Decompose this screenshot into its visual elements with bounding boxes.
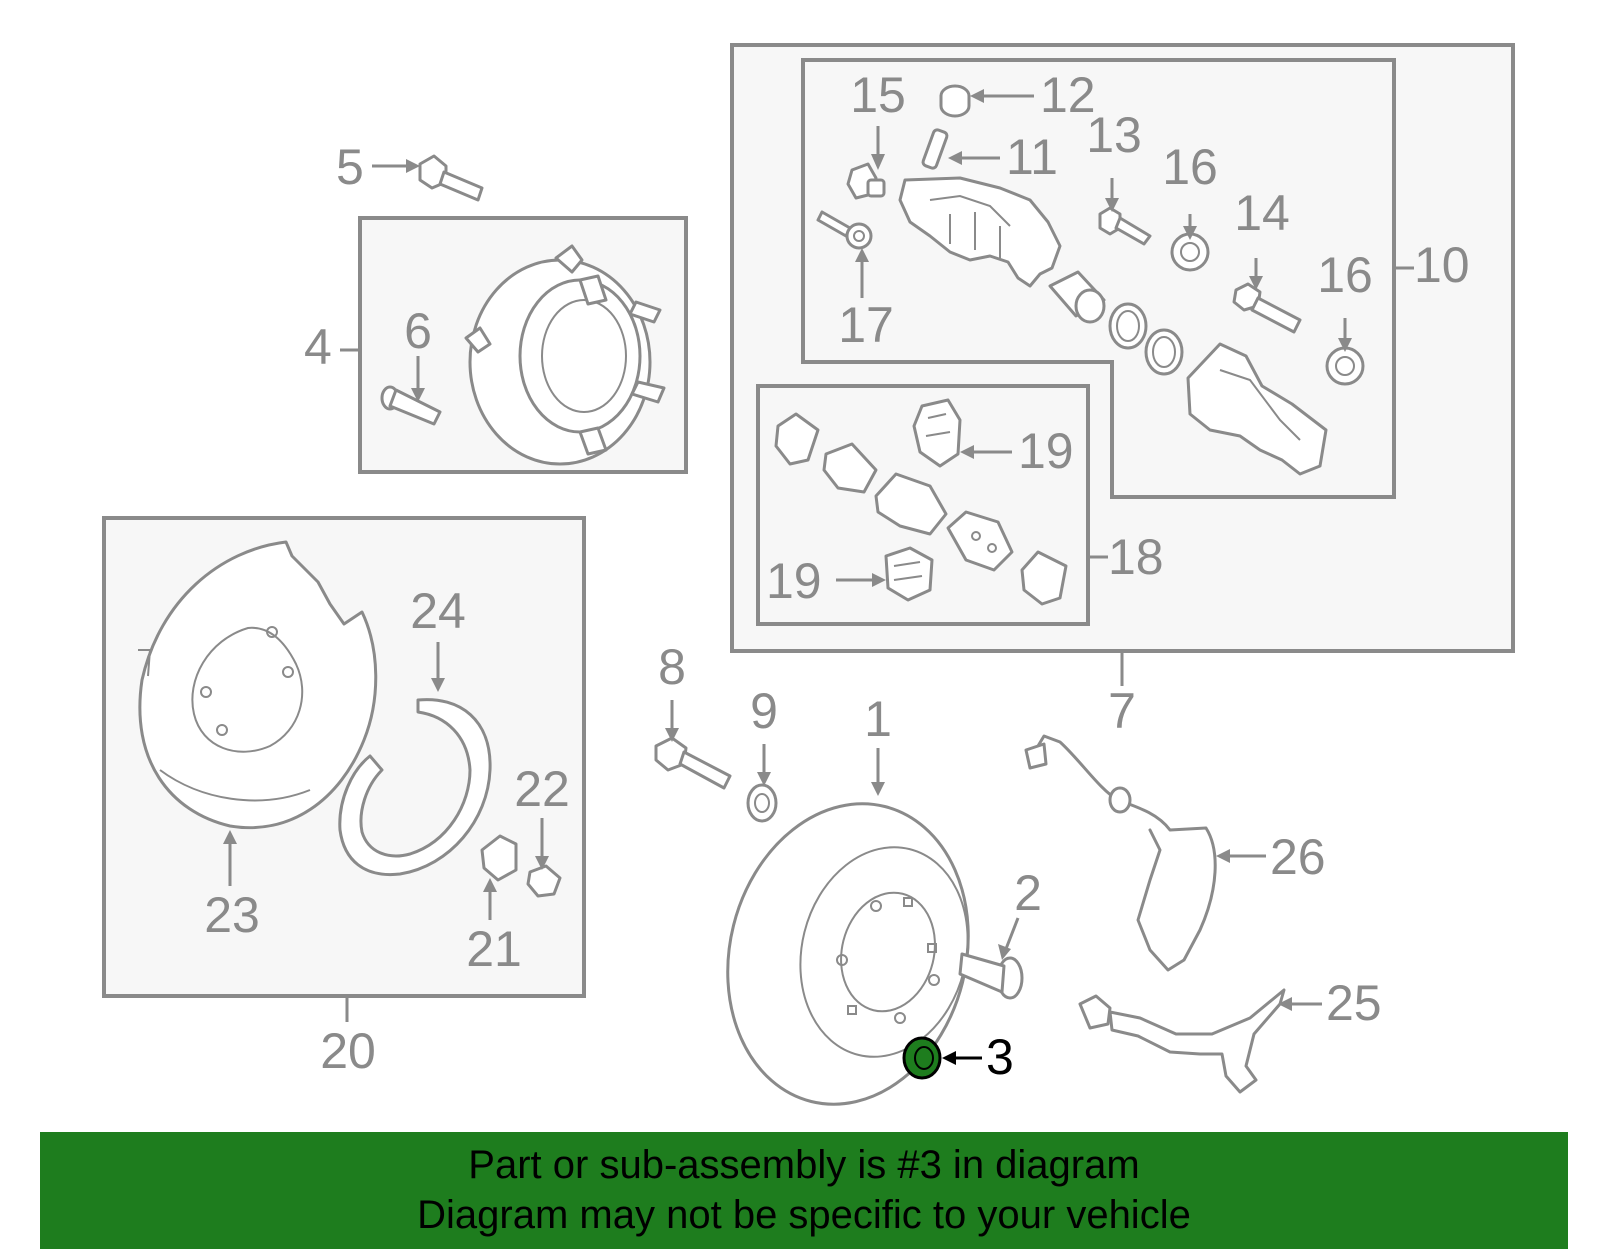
wheel-speed-sensor-25-icon bbox=[1078, 988, 1286, 1094]
wear-plate-icon bbox=[1020, 550, 1068, 606]
hub-bearing-icon bbox=[464, 244, 666, 466]
callout-6: 6 bbox=[404, 303, 432, 359]
dust-cap-12-icon bbox=[939, 84, 971, 118]
caliper-housing-icon bbox=[898, 176, 1062, 288]
callout-14: 14 bbox=[1234, 185, 1290, 241]
info-banner: Part or sub-assembly is #3 in diagram Di… bbox=[40, 1132, 1568, 1249]
shim-outer-icon bbox=[774, 412, 820, 466]
brake-pad-inner-icon bbox=[874, 472, 948, 536]
wheel-speed-sensor-26-icon bbox=[1024, 734, 1217, 972]
wheel-nut-3-icon bbox=[902, 1036, 942, 1080]
callout-5: 5 bbox=[336, 139, 364, 195]
callout-18: 18 bbox=[1108, 529, 1164, 585]
backing-plate-23-icon bbox=[138, 540, 378, 830]
parking-brake-shoe-24-icon bbox=[338, 698, 492, 877]
brake-pad-outer-icon bbox=[822, 442, 878, 494]
callout-13: 13 bbox=[1086, 107, 1142, 163]
caliper-bracket-icon bbox=[1186, 342, 1328, 476]
callout-16-lower: 16 bbox=[1317, 247, 1373, 303]
callout-10: 10 bbox=[1414, 237, 1470, 293]
hub-bolt-6-icon bbox=[380, 385, 442, 426]
callout-9: 9 bbox=[750, 683, 778, 739]
adjuster-nut-21-icon bbox=[480, 834, 518, 882]
callout-21: 21 bbox=[466, 921, 522, 977]
callout-7: 7 bbox=[1108, 683, 1136, 739]
guide-pin-14-icon bbox=[1232, 282, 1302, 334]
callout-19-upper: 19 bbox=[1018, 423, 1074, 479]
pad-spring-19a-icon bbox=[912, 398, 962, 468]
bolt-8-icon bbox=[654, 736, 732, 790]
callout-1: 1 bbox=[864, 691, 892, 747]
callout-15: 15 bbox=[850, 67, 906, 123]
callout-4: 4 bbox=[304, 319, 332, 375]
piston-boot-icon bbox=[1144, 328, 1184, 376]
pad-spring-19b-icon bbox=[884, 546, 934, 602]
leader-arrowheads bbox=[223, 89, 1352, 1065]
hub-bolt-5-icon bbox=[418, 154, 484, 202]
brake-rotor-1-icon bbox=[726, 802, 970, 1106]
bleeder-screw-11-icon bbox=[921, 128, 949, 170]
hub-bolt-2-icon bbox=[958, 952, 1024, 1000]
bolt-22-icon bbox=[526, 864, 562, 898]
banner-line-disclaimer: Diagram may not be specific to your vehi… bbox=[417, 1193, 1191, 1237]
callout-11: 11 bbox=[1006, 129, 1058, 185]
callout-17: 17 bbox=[838, 297, 894, 353]
callout-24: 24 bbox=[410, 583, 466, 639]
callout-16-upper: 16 bbox=[1162, 139, 1218, 195]
caliper-bolt-15-icon bbox=[846, 162, 886, 200]
callout-8: 8 bbox=[658, 639, 686, 695]
piston-icon bbox=[1048, 270, 1106, 324]
boot-16b-icon bbox=[1325, 346, 1365, 386]
callout-2: 2 bbox=[1014, 865, 1042, 921]
banner-line-part-number: Part or sub-assembly is #3 in diagram bbox=[468, 1143, 1140, 1187]
callout-19-lower: 19 bbox=[766, 553, 822, 609]
washer-9-icon bbox=[746, 783, 778, 823]
callout-12: 12 bbox=[1040, 67, 1096, 123]
callout-26: 26 bbox=[1270, 829, 1326, 885]
washer-17-icon bbox=[816, 210, 873, 250]
callout-25: 25 bbox=[1326, 975, 1382, 1031]
callout-22: 22 bbox=[514, 761, 570, 817]
callout-3: 3 bbox=[986, 1029, 1014, 1085]
exploded-parts-diagram: 15 12 11 13 16 14 16 10 17 19 18 19 7 6 … bbox=[102, 43, 1515, 1106]
shim-inner-icon bbox=[946, 510, 1014, 572]
callout-23: 23 bbox=[204, 887, 260, 943]
piston-seal-icon bbox=[1108, 302, 1148, 350]
callout-20: 20 bbox=[320, 1023, 376, 1079]
boot-16a-icon bbox=[1170, 232, 1210, 272]
